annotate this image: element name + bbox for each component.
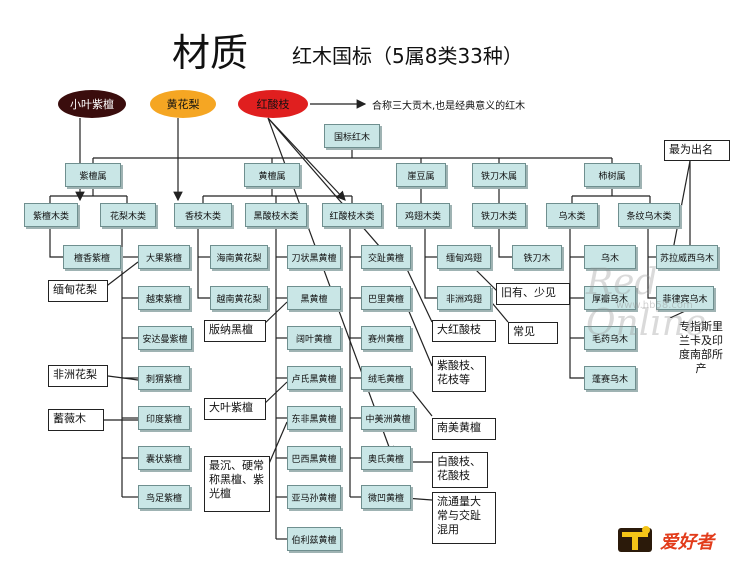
species-node: 伯利兹黄檀: [287, 527, 341, 551]
genus-node: 铁刀木属: [472, 163, 526, 187]
species-node: 微凹黄檀: [361, 485, 411, 509]
species-node: 亚马孙黄檀: [287, 485, 341, 509]
species-node: 海南黄花梨: [210, 245, 268, 269]
brand-logo-icon: [618, 526, 652, 552]
species-node: 奥氏黄檀: [361, 446, 411, 470]
species-node: 菲律宾乌木: [656, 286, 714, 310]
species-node: 绒毛黄檀: [361, 366, 411, 390]
class-node: 紫檀木类: [24, 203, 78, 227]
class-node: 黑酸枝木类: [245, 203, 307, 227]
note-heaviest: 最沉、硬常称黑檀、紫光檀: [204, 456, 270, 512]
class-node: 乌木类: [546, 203, 598, 227]
species-node: 刀状黑黄檀: [287, 245, 341, 269]
note-sri-lanka: 专指斯里兰卡及印度南部所产: [670, 318, 732, 382]
genus-node: 柿树属: [584, 163, 640, 187]
page-subtitle: 红木国标（5属8类33种）: [292, 44, 523, 68]
species-node: 越南黄花梨: [210, 286, 268, 310]
note-daye: 大叶紫檀: [204, 398, 266, 420]
species-node: 卢氏黑黄檀: [287, 366, 341, 390]
genus-node: 崖豆属: [396, 163, 446, 187]
species-node: 巴里黄檀: [361, 286, 411, 310]
species-node: 铁刀木: [512, 245, 562, 269]
species-node: 蓬赛乌木: [584, 366, 636, 390]
watermark-url: www.hb58.com: [616, 300, 693, 311]
note-suanzhi-huazhi: 紫酸枝、花枝等: [432, 356, 486, 392]
species-node: 毛药乌木: [584, 326, 636, 350]
species-node: 乌木: [584, 245, 636, 269]
species-node: 苏拉威西乌木: [656, 245, 718, 269]
oval-huanghuali: 黄花梨: [150, 90, 216, 118]
genus-node: 黄檀属: [244, 163, 300, 187]
class-node: 鸡翅木类: [396, 203, 450, 227]
oval-small-leaf: 小叶紫檀: [58, 90, 126, 118]
note-banna: 版纳黑檀: [204, 320, 266, 342]
species-node: 东非黑黄檀: [287, 406, 341, 430]
note-qiwei: 蓄薇木: [48, 409, 104, 431]
note-common: 常见: [508, 322, 558, 344]
note-baisuanzhi: 白酸枝、花酸枝: [432, 452, 488, 488]
class-node: 条纹乌木类: [618, 203, 680, 227]
species-node: 交趾黄檀: [361, 245, 411, 269]
class-node: 花梨木类: [100, 203, 156, 227]
species-node: 鸟足紫檀: [138, 485, 190, 509]
top-caption: 合称三大贡木,也是经典意义的红木: [372, 101, 526, 112]
species-node: 非洲鸡翅: [437, 286, 491, 310]
note-africa-huali: 非洲花梨: [48, 365, 108, 387]
root-node: 国标红木: [324, 124, 380, 148]
species-node: 檀香紫檀: [63, 245, 121, 269]
species-node: 越柬紫檀: [138, 286, 190, 310]
note-burma-huali: 缅甸花梨: [48, 280, 108, 302]
species-node: 印度紫檀: [138, 406, 190, 430]
species-node: 黑黄檀: [287, 286, 341, 310]
species-node: 巴西黑黄檀: [287, 446, 341, 470]
brand-logo-text: 爱好者: [660, 532, 714, 553]
note-da-hongsuanzhi: 大红酸枝: [432, 320, 496, 342]
species-node: 安达曼紫檀: [138, 326, 192, 350]
class-node: 红酸枝木类: [322, 203, 382, 227]
species-node: 大果紫檀: [138, 245, 190, 269]
oval-hongsuanzhi: 红酸枝: [238, 90, 308, 118]
note-nanmei: 南美黄檀: [432, 418, 496, 440]
watermark-script: Red Online: [586, 262, 707, 344]
class-node: 铁刀木类: [472, 203, 526, 227]
note-most-famous: 最为出名: [664, 140, 730, 161]
page-title: 材质: [172, 31, 249, 75]
note-liutong: 流通量大常与交趾混用: [432, 492, 496, 544]
class-node: 香枝木类: [174, 203, 232, 227]
genus-node: 紫檀属: [65, 163, 121, 187]
species-node: 中美洲黄檀: [361, 406, 415, 430]
species-node: 赛州黄檀: [361, 326, 411, 350]
species-node: 厚瓣乌木: [584, 286, 636, 310]
species-node: 缅甸鸡翅: [437, 245, 491, 269]
note-common-rare: 旧有、少见: [496, 283, 570, 305]
species-node: 刺猬紫檀: [138, 366, 190, 390]
species-node: 阔叶黄檀: [287, 326, 341, 350]
species-node: 囊状紫檀: [138, 446, 190, 470]
